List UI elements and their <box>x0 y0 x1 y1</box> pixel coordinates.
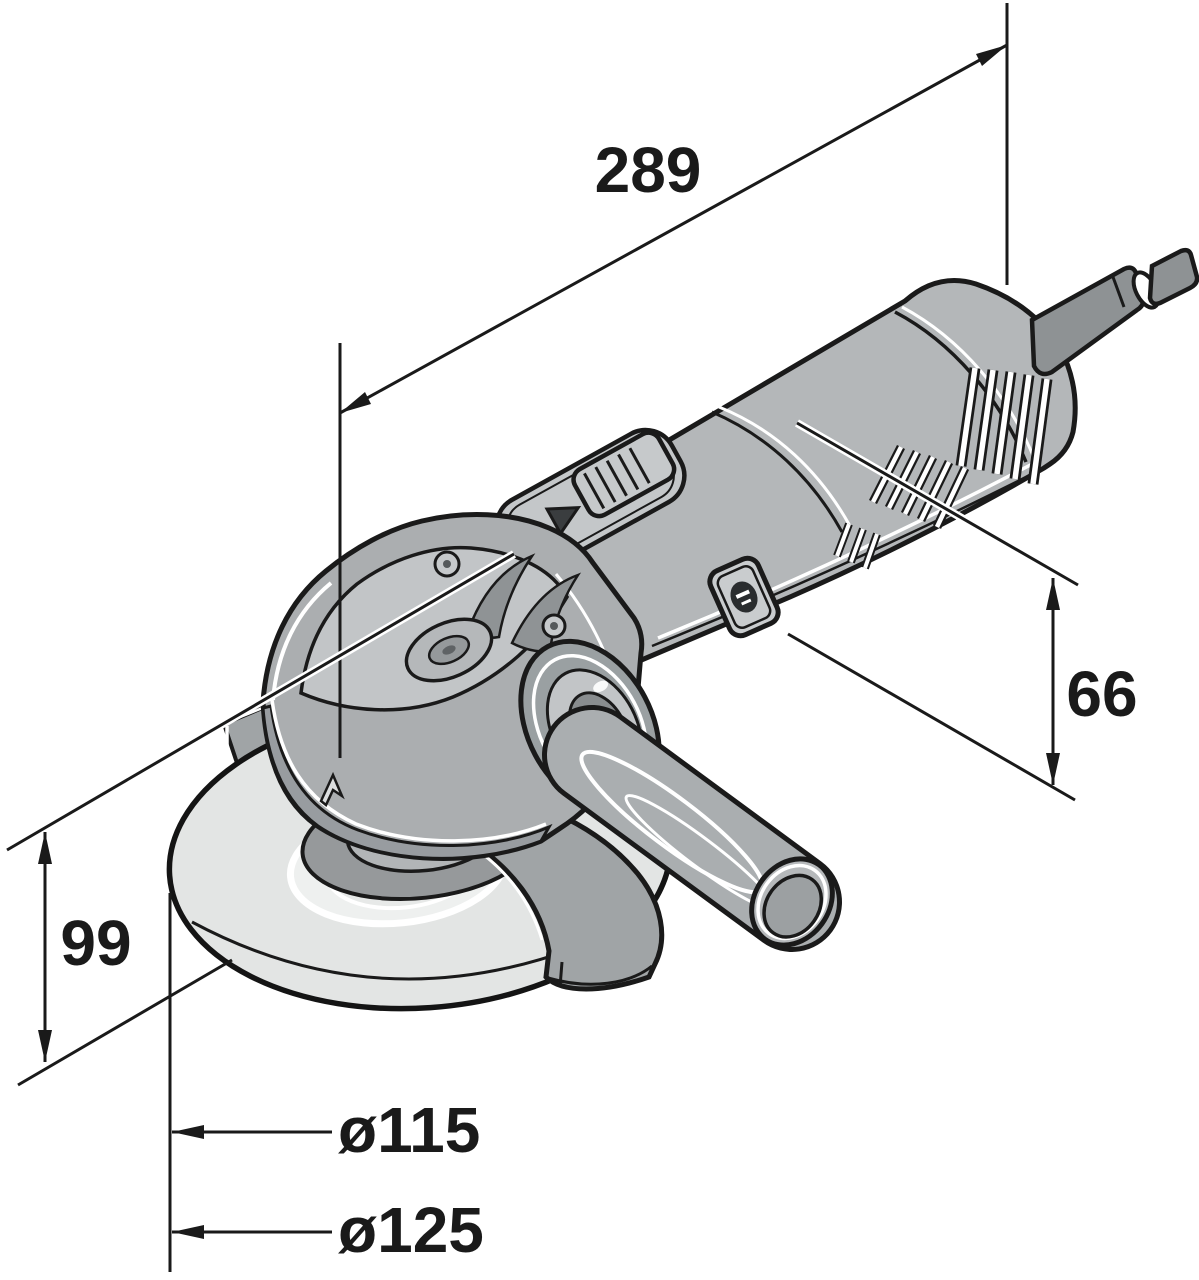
dimension-line <box>339 43 1008 415</box>
fein-logo-badge <box>707 555 781 639</box>
extension-line <box>787 632 1076 802</box>
switch-slider <box>571 430 677 519</box>
dimension-label-head-height: 99 <box>60 907 131 979</box>
arrowhead <box>340 392 371 413</box>
dimension-label-housing-height: 66 <box>1066 658 1137 730</box>
extension-line <box>796 421 1079 587</box>
dimension-disc-diameters: ø115 ø125 <box>168 893 484 1272</box>
dimension-overall-length: 289 <box>338 3 1009 758</box>
cable-strain-relief <box>1029 265 1146 377</box>
arrowhead <box>1046 753 1060 785</box>
spindle-lock-button <box>404 617 494 683</box>
motor-housing <box>494 247 1199 696</box>
ventilation-slots-side <box>833 444 970 570</box>
arrowhead <box>172 1225 204 1239</box>
dimension-label-length: 289 <box>595 134 702 206</box>
head-ridge-fin <box>510 572 582 654</box>
extension-line <box>6 552 515 852</box>
rotation-direction-marking <box>319 771 345 807</box>
slider-grip-ribs <box>583 447 651 510</box>
head-screw <box>433 550 461 578</box>
head-bottom-band <box>261 704 553 860</box>
arrowhead <box>38 1030 52 1062</box>
handle-end-cap <box>749 856 835 948</box>
dimension-housing-height: 66 <box>787 419 1138 802</box>
arrowhead <box>1046 578 1060 610</box>
power-cable <box>1147 247 1199 307</box>
dimension-label-disc-small: ø115 <box>338 1094 480 1166</box>
arrowhead <box>976 45 1007 66</box>
dimension-label-disc-large: ø125 <box>338 1194 484 1266</box>
ventilation-slots-rear <box>955 367 1053 485</box>
switch-direction-triangle <box>544 506 582 537</box>
dimension-head-height: 99 <box>4 550 517 1087</box>
arrowhead <box>38 832 52 864</box>
arrowhead <box>172 1125 204 1139</box>
head-screw <box>541 613 567 639</box>
side-handle <box>542 705 842 952</box>
extension-line <box>17 958 233 1087</box>
